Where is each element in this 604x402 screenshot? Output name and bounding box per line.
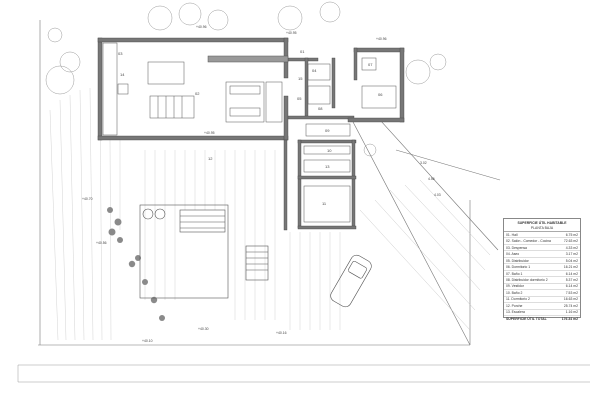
- legend-row: 01. Hall 6.75 m2: [504, 232, 580, 239]
- level-marker: +40.70: [82, 197, 93, 201]
- room-label: 03: [118, 51, 123, 56]
- dimensions: 3.02 4.56 4.03: [420, 161, 441, 197]
- legend-row-label: 07. Baño 1: [506, 271, 523, 276]
- legend-row-label: 03. Despensa: [506, 245, 527, 250]
- legend-row-value: 4.33 m2: [565, 245, 578, 250]
- legend-row: 05. Distribuidor 5.04 m2: [504, 258, 580, 265]
- bottom-band: [17, 364, 590, 383]
- level-markers: +40.96 +40.95 +40.95 +40.96 +40.70 +40.5…: [82, 25, 387, 343]
- legend-row-value: 5.37 m2: [565, 277, 578, 282]
- room-label: 02: [195, 91, 200, 96]
- legend-row: 12. Porche 25.74 m2: [504, 303, 580, 310]
- area-legend-table: SUPERFICIE ÚTIL HABITABLE PLANTA BAJA 01…: [503, 218, 581, 321]
- legend-row: 06. Dormitorio 1 16.21 m2: [504, 264, 580, 271]
- legend-row-value: 5.04 m2: [565, 258, 578, 263]
- room-label: 07: [368, 62, 373, 67]
- legend-row: 11. Dormitorio 2 16.63 m2: [504, 297, 580, 304]
- legend-row: 10. Baño 2 7.53 m2: [504, 290, 580, 297]
- legend-row-label: 02. Salón - Comedor - Cocina: [506, 239, 551, 244]
- room-label: 05: [297, 96, 302, 101]
- legend-row-value: 16.63 m2: [563, 297, 578, 302]
- legend-row-value: 16.21 m2: [563, 265, 578, 270]
- legend-row: 03. Despensa 4.33 m2: [504, 245, 580, 252]
- legend-subtitle: PLANTA BAJA: [504, 225, 580, 232]
- legend-row: 04. Aseo 3.17 m2: [504, 251, 580, 258]
- legend-row-label: 05. Distribuidor: [506, 258, 529, 263]
- room-label: 12: [208, 156, 213, 161]
- legend-row-value: 3.17 m2: [565, 252, 578, 257]
- legend-row-label: 08. Distribuidor dormitorio 2: [506, 277, 548, 282]
- legend-row-label: 10. Baño 2: [506, 290, 523, 295]
- trees: [45, 1, 447, 157]
- house-walls: [97, 37, 405, 231]
- legend-row-value: 1.16 m2: [565, 310, 578, 315]
- legend-row: 09. Vestidor 6.14 m2: [504, 284, 580, 291]
- level-marker: +40.16: [276, 331, 287, 335]
- room-label: 15: [298, 76, 303, 81]
- driveway-hatch: [359, 179, 491, 331]
- legend-row: 13. Escalera 1.16 m2: [504, 310, 580, 317]
- legend-row-value: 7.53 m2: [565, 290, 578, 295]
- level-marker: +40.95: [286, 31, 297, 35]
- legend-row: 07. Baño 1 6.14 m2: [504, 271, 580, 278]
- legend-title: SUPERFICIE ÚTIL HABITABLE: [517, 220, 567, 225]
- level-marker: +40.10: [142, 339, 153, 343]
- level-marker: +40.95: [204, 131, 215, 135]
- room-label: 08: [318, 106, 323, 111]
- dimension-label: 4.03: [434, 193, 441, 197]
- legend-total-value: 176.34 m2: [561, 317, 578, 322]
- legend-row-value: 25.74 m2: [563, 303, 578, 308]
- legend-row-label: 13. Escalera: [506, 310, 525, 315]
- legend-row-label: 11. Dormitorio 2: [506, 297, 530, 302]
- level-marker: +40.56: [96, 241, 107, 245]
- legend-row-label: 09. Vestidor: [506, 284, 524, 289]
- legend-row: 08. Distribuidor dormitorio 2 5.37 m2: [504, 277, 580, 284]
- room-label: 01: [300, 49, 305, 54]
- dimension-label: 4.56: [428, 177, 435, 181]
- room-label: 10: [327, 148, 332, 153]
- legend-row-label: 04. Aseo: [506, 252, 520, 257]
- room-label: 04: [312, 68, 317, 73]
- dimension-label: 3.02: [420, 161, 427, 165]
- porch: [139, 204, 269, 299]
- legend-row-value: 6.14 m2: [565, 284, 578, 289]
- garden-lines: [49, 87, 341, 341]
- level-marker: +40.96: [376, 37, 387, 41]
- room-label: 09: [325, 128, 330, 133]
- room-label: 06: [378, 92, 383, 97]
- legend-row-label: 06. Dormitorio 1: [506, 265, 531, 270]
- legend-row-label: 01. Hall: [506, 232, 518, 237]
- shrubs: [107, 207, 165, 321]
- plot-boundary: [38, 20, 501, 346]
- room-labels: 01 02 03 04 05 06 07 08 09 10 11 12 13 1…: [118, 49, 383, 206]
- legend-row-value: 72.63 m2: [563, 239, 578, 244]
- level-marker: +40.96: [196, 25, 207, 29]
- legend-total-label: SUPERFICIE ÚTIL TOTAL: [506, 317, 547, 322]
- furniture: [102, 42, 397, 223]
- legend-row-label: 12. Porche: [506, 303, 523, 308]
- room-label: 13: [325, 164, 330, 169]
- room-label: 14: [120, 72, 125, 77]
- legend-row-value: 6.75 m2: [565, 232, 578, 237]
- legend-row-value: 6.14 m2: [565, 271, 578, 276]
- room-label: 11: [322, 201, 327, 206]
- legend-row: 02. Salón - Comedor - Cocina 72.63 m2: [504, 238, 580, 245]
- level-marker: +40.30: [198, 327, 209, 331]
- car: [330, 254, 372, 308]
- legend-total-row: SUPERFICIE ÚTIL TOTAL 176.34 m2: [504, 316, 580, 322]
